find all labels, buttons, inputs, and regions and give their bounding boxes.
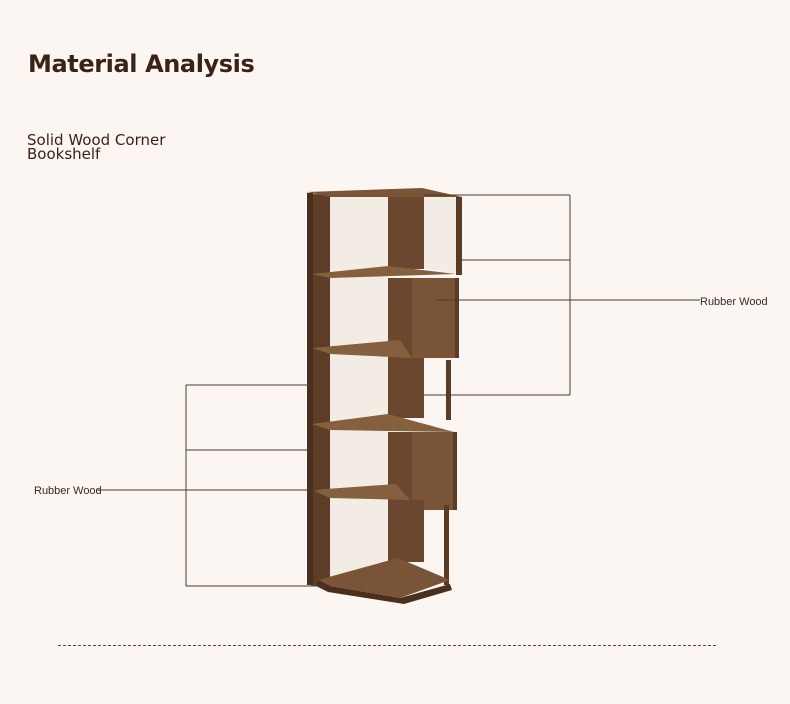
right-material-label: Rubber Wood	[700, 296, 768, 308]
dashed-divider	[58, 645, 716, 646]
product-name: Solid Wood Corner Bookshelf	[27, 131, 166, 163]
left-material-label: Rubber Wood	[34, 485, 102, 497]
left-callout-lines	[96, 384, 324, 587]
page-title: Material Analysis	[28, 50, 255, 78]
corner-bookshelf-image	[307, 188, 462, 604]
right-callout-lines	[424, 194, 700, 396]
